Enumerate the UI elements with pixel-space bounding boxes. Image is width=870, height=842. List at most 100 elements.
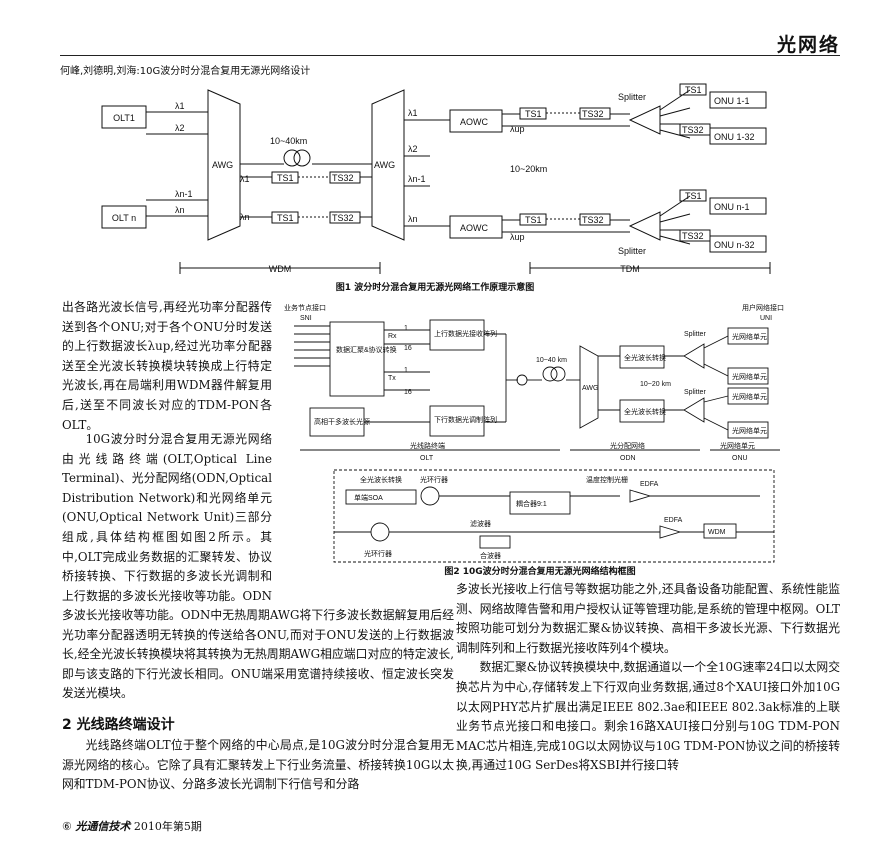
f2-detail-box bbox=[333, 469, 775, 563]
f2-filter: 温度控制光栅 bbox=[586, 475, 628, 484]
f1-ts1-mid: TS1 bbox=[277, 173, 294, 183]
f2-splitter2: Splitter bbox=[684, 389, 706, 396]
f2-conv2: 全光波长转换 bbox=[624, 407, 666, 416]
f2-olt: OLT bbox=[420, 455, 434, 462]
para-2: 10G波分时分混合复用无源光网络由光线路终端(OLT,Optical Line … bbox=[62, 432, 272, 603]
f2-bpf: 滤波器 bbox=[470, 519, 491, 528]
f2-dntx: 下行数据光调制阵列 bbox=[434, 415, 497, 424]
right-para-1: 多波长光接收上行信号等数据功能之外,还具备设备功能配置、系统性能监测、网络故障告… bbox=[456, 582, 840, 655]
f2-coupler: 耦合器9:1 bbox=[516, 499, 547, 508]
f2-uprx: 上行数据光接收阵列 bbox=[434, 329, 497, 338]
f1-splitter2: Splitter bbox=[618, 246, 646, 256]
f1-ts1-top: TS1 bbox=[525, 109, 542, 119]
left-column-mid: 10G波分时分混合复用无源光网络由光线路终端(OLT,Optical Line … bbox=[62, 430, 272, 606]
f1-onu11: ONU 1-1 bbox=[714, 96, 750, 106]
para-1: 出各路光波长信号,再经光功率分配器传送到各个ONU;对于各个ONU分时发送的上行… bbox=[62, 300, 272, 432]
f1-ts32-onun: TS32 bbox=[682, 231, 704, 241]
figure-1-caption: 图1 波分时分混合复用无源光网络工作原理示意图 bbox=[336, 281, 534, 293]
olt1-box bbox=[101, 105, 147, 129]
f2-onu2-lbl: ONU bbox=[732, 455, 748, 462]
f2-switch: 数据汇聚&协议转换 bbox=[336, 345, 397, 354]
f1-ts1-onu: TS1 bbox=[685, 85, 702, 95]
left-column-wide: 多波长光接收等功能。ODN中无热周期AWG将下行多波长数据解复用后经光功率分配器… bbox=[62, 606, 454, 706]
para-2-cont: 多波长光接收等功能。ODN中无热周期AWG将下行多波长数据解复用后经光功率分配器… bbox=[62, 608, 454, 701]
f2-onu4: 光网络单元 bbox=[732, 426, 767, 435]
f1-lup2: λup bbox=[510, 232, 525, 242]
f1-ln1r: λn-1 bbox=[408, 174, 426, 184]
f2-onu3: 光网络单元 bbox=[732, 392, 767, 401]
awg-right bbox=[371, 89, 405, 241]
f1-lnr: λn bbox=[408, 214, 418, 224]
f2-onu1: 光网络单元 bbox=[732, 332, 767, 341]
f1-lup1: λup bbox=[510, 124, 525, 134]
f2-svc: 业务节点接口 bbox=[284, 303, 326, 312]
f2-onu2: 光网络单元 bbox=[732, 372, 767, 381]
figure-2: 业务节点接口 SNI 数据汇聚&协议转换 Rx Tx 1 16 1 16 上行数… bbox=[284, 303, 784, 577]
f2-edfa1: EDFA bbox=[640, 481, 659, 488]
f1-tdm: TDM bbox=[620, 264, 640, 274]
awg-left bbox=[207, 89, 241, 241]
f2-soa: 单端SOA bbox=[354, 493, 383, 502]
f1-fiber2: 10~20km bbox=[510, 164, 547, 174]
f1-ts1-onun: TS1 bbox=[685, 191, 702, 201]
f2-rx: Rx bbox=[388, 333, 397, 340]
journal-section-title: 光网络 bbox=[776, 34, 840, 56]
f1-ts32-bot: TS32 bbox=[582, 215, 604, 225]
f2-onu-lbl: 光网络单元 bbox=[720, 441, 755, 450]
figure-2-caption: 图2 10G波分时分混合复用无源光网络结构框图 bbox=[444, 565, 635, 577]
f1-wdm: WDM bbox=[269, 264, 292, 274]
f1-ln: λn bbox=[175, 205, 185, 215]
f1-ln1: λn-1 bbox=[175, 189, 193, 199]
f1-l2r: λ2 bbox=[408, 144, 418, 154]
f1-onun32: ONU n-32 bbox=[714, 240, 755, 250]
olt1-label: OLT1 bbox=[113, 113, 135, 123]
section-title: 2 光线路终端设计 bbox=[62, 717, 175, 733]
f2-sni: SNI bbox=[300, 315, 312, 322]
f1-aowc2: AOWC bbox=[460, 223, 488, 233]
f1-onun1: ONU n-1 bbox=[714, 202, 750, 212]
f2-circ1: 光环行器 bbox=[420, 475, 448, 484]
f1-onu132: ONU 1-32 bbox=[714, 132, 755, 142]
f1-l1r: λ1 bbox=[408, 108, 418, 118]
oltn-box bbox=[101, 205, 147, 229]
f2-tx: Tx bbox=[388, 375, 396, 382]
f1-splitter1: Splitter bbox=[618, 92, 646, 102]
f2-n1a: 1 bbox=[404, 325, 408, 332]
f1-ts32-mid2: TS32 bbox=[332, 213, 354, 223]
f2-circ2: 光环行器 bbox=[364, 549, 392, 558]
right-para-2: 数据汇聚&协议转换模块中,数据通道以一个全10G速率24口以太网交换芯片为中心,… bbox=[456, 660, 841, 773]
f1-ts1-mid2: TS1 bbox=[277, 213, 294, 223]
oltn-label: OLT n bbox=[112, 213, 136, 223]
f2-odn-lbl: 光分配网络 bbox=[610, 441, 645, 450]
f2-n16b: 16 bbox=[404, 389, 412, 396]
f1-l1b: λ1 bbox=[240, 174, 250, 184]
f2-n1b: 1 bbox=[404, 367, 408, 374]
f2-olt-lbl: 光线路终端 bbox=[410, 441, 445, 450]
f1-ts32-mid: TS32 bbox=[332, 173, 354, 183]
section-body: 光线路终端OLT位于整个网络的中心局点,是10G波分时分混合复用无源光网络的核心… bbox=[62, 736, 454, 795]
f1-l1: λ1 bbox=[175, 101, 185, 111]
running-head: 何峰,刘德明,刘海:10G波分时分混合复用无源光网络设计 bbox=[60, 66, 311, 77]
f2-splitter1: Splitter bbox=[684, 331, 706, 338]
awg-left-label: AWG bbox=[212, 160, 233, 170]
f2-edfa2: EDFA bbox=[664, 517, 683, 524]
f2-conv1: 全光波长转换 bbox=[624, 353, 666, 362]
left-column-top: 出各路光波长信号,再经光功率分配器传送到各个ONU;对于各个ONU分时发送的上行… bbox=[62, 298, 272, 435]
issue: 2010年第5期 bbox=[133, 820, 202, 833]
f2-odn: ODN bbox=[620, 455, 636, 462]
f2-awg: AWG bbox=[582, 385, 598, 392]
f2-fiber2: 10~20 km bbox=[640, 381, 671, 388]
f2-uni: 用户网络接口 bbox=[742, 303, 784, 312]
f1-ts32-onu: TS32 bbox=[682, 125, 704, 135]
f1-ts1-bot: TS1 bbox=[525, 215, 542, 225]
header-rule bbox=[60, 55, 840, 56]
f1-l2: λ2 bbox=[175, 123, 185, 133]
f1-aowc1: AOWC bbox=[460, 117, 488, 127]
journal-name: 光通信技术 bbox=[75, 820, 131, 833]
f2-combiner: 合波器 bbox=[480, 551, 501, 560]
footer: ⑥ 光通信技术 2010年第5期 bbox=[62, 818, 202, 834]
f2-detail-title: 全光波长转换 bbox=[360, 475, 402, 484]
f1-fiber: 10~40km bbox=[270, 136, 307, 146]
right-column: 多波长光接收上行信号等数据功能之外,还具备设备功能配置、系统性能监测、网络故障告… bbox=[456, 580, 840, 776]
f2-wdm: WDM bbox=[708, 529, 726, 536]
